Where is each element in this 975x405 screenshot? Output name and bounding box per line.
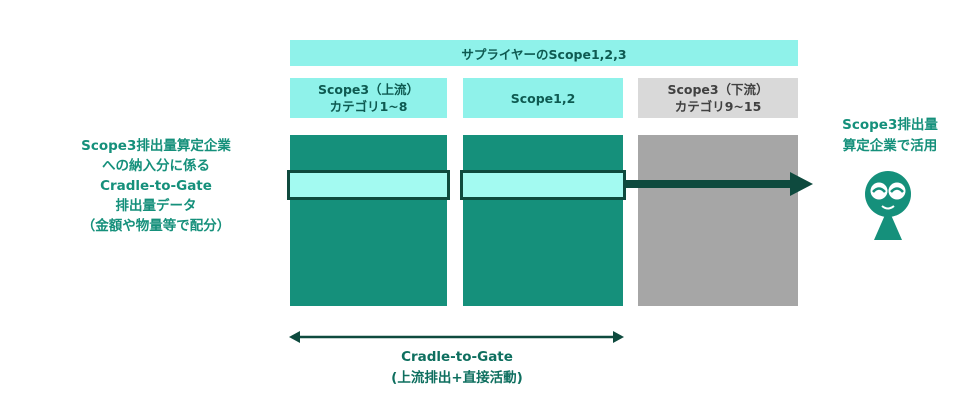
header-scope3-downstream-line1: Scope3（下流） bbox=[667, 82, 769, 97]
header-scope3-downstream: Scope3（下流） カテゴリ9~15 bbox=[638, 78, 798, 118]
block-scope3-downstream bbox=[638, 135, 798, 306]
left-text-line3: Cradle-to-Gate bbox=[100, 178, 212, 194]
cradle-to-gate-range-arrow bbox=[289, 331, 624, 343]
supplier-scope-header: サプライヤーのScope1,2,3 bbox=[290, 40, 798, 66]
header-scope3-upstream-line1: Scope3（上流） bbox=[317, 82, 420, 97]
reporting-company-description: Scope3排出量 算定企業で活用 bbox=[815, 115, 965, 157]
header-scope3-upstream-line2: カテゴリ1~8 bbox=[329, 99, 408, 114]
left-text-line5: （金額や物量等で配分） bbox=[81, 218, 231, 234]
supplier-data-description: Scope3排出量算定企業 への納入分に係る Cradle-to-Gate 排出… bbox=[50, 136, 262, 236]
block-scope3-upstream bbox=[290, 135, 447, 306]
bottom-text-line2: (上流排出+直接活動) bbox=[391, 370, 523, 386]
header-scope3-downstream-line2: カテゴリ9~15 bbox=[674, 99, 762, 114]
bottom-text-line1: Cradle-to-Gate bbox=[401, 349, 513, 365]
left-text-line2: への納入分に係る bbox=[102, 158, 210, 174]
left-text-line4: 排出量データ bbox=[115, 198, 197, 214]
person-avatar-icon bbox=[865, 171, 911, 240]
supplier-scope-label: サプライヤーのScope1,2,3 bbox=[461, 46, 627, 62]
flow-arrow bbox=[623, 172, 813, 196]
header-scope12: Scope1,2 bbox=[463, 78, 623, 118]
left-text-line1: Scope3排出量算定企業 bbox=[81, 138, 231, 154]
block-scope12 bbox=[463, 135, 623, 306]
allocated-portion-upstream bbox=[287, 170, 450, 200]
right-text-line1: Scope3排出量 bbox=[842, 117, 938, 133]
header-scope3-upstream: Scope3（上流） カテゴリ1~8 bbox=[290, 78, 447, 118]
header-scope12-line1: Scope1,2 bbox=[510, 90, 576, 106]
cradle-to-gate-label: Cradle-to-Gate (上流排出+直接活動) bbox=[290, 347, 624, 389]
right-text-line2: 算定企業で活用 bbox=[842, 138, 938, 154]
